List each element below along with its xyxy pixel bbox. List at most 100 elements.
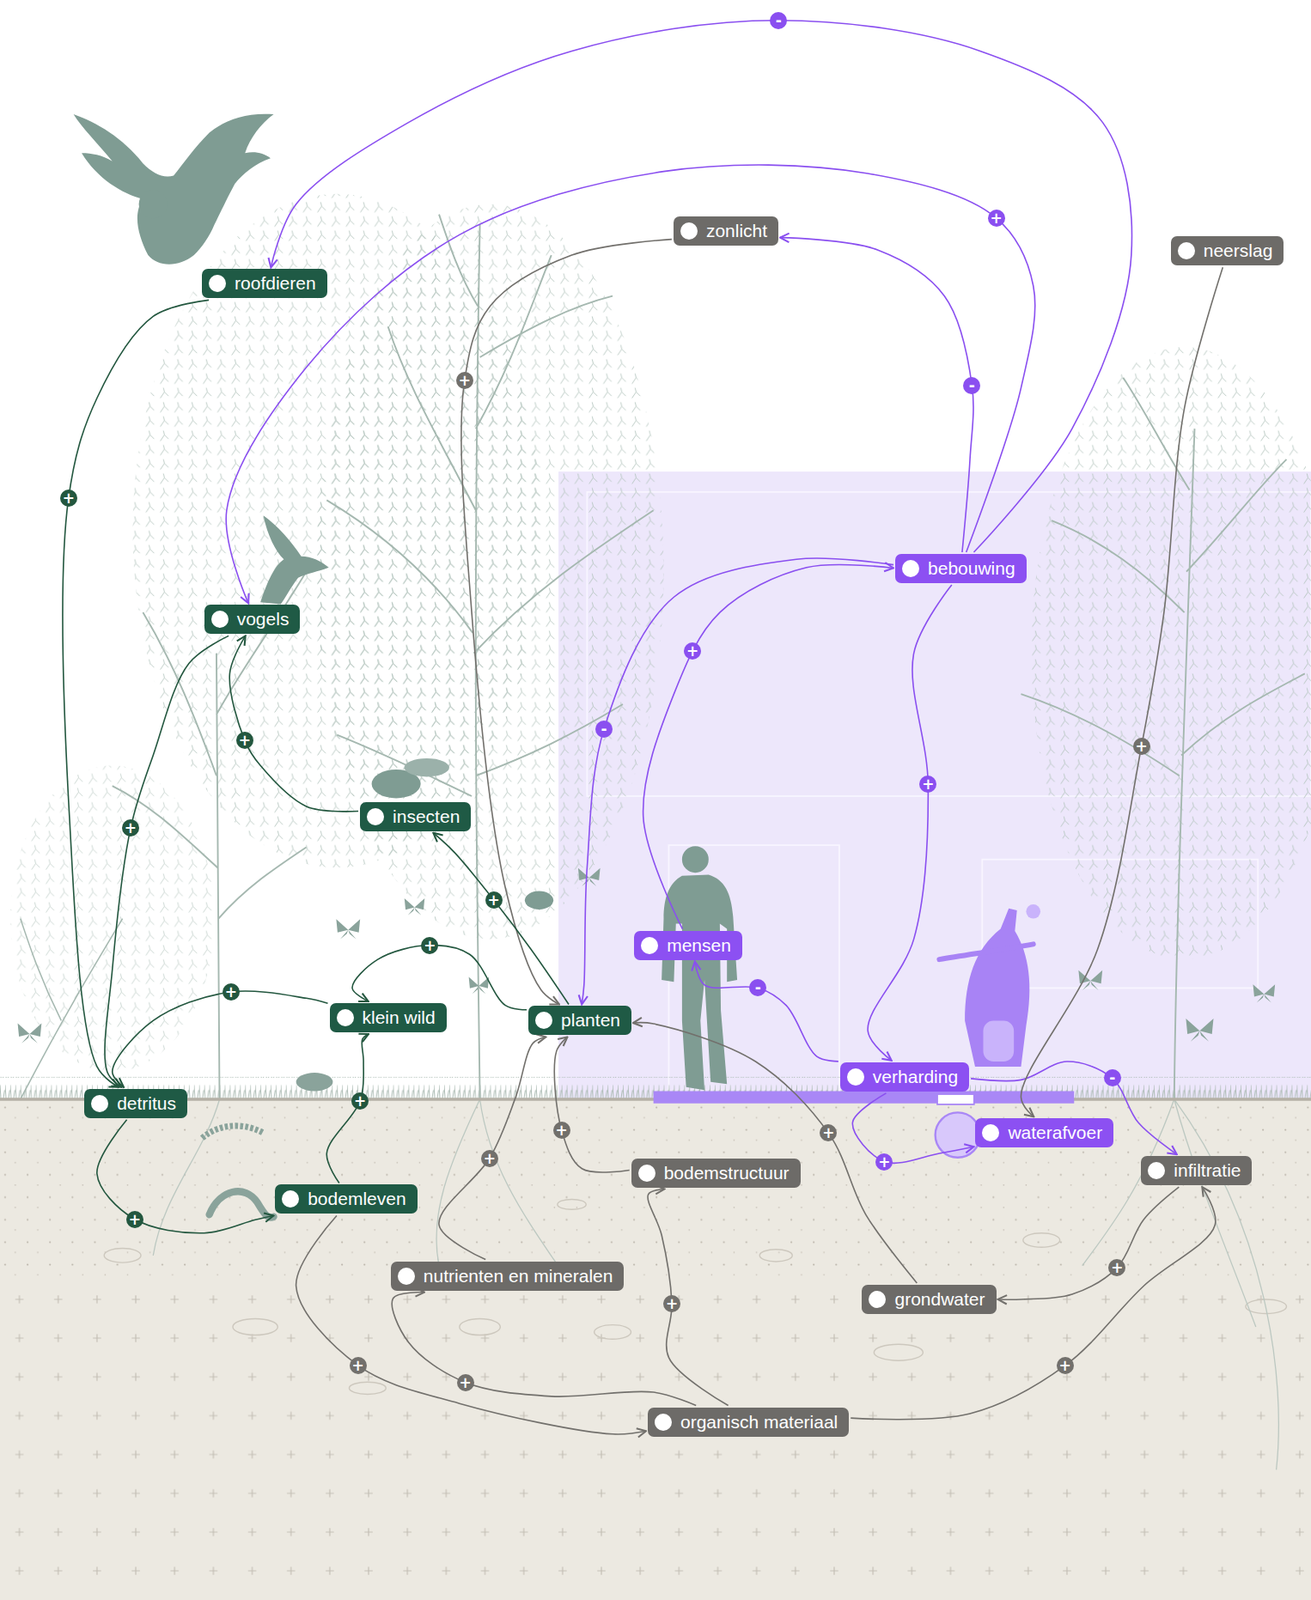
- drain-pipe: [935, 1112, 981, 1158]
- person-head: [682, 846, 709, 873]
- tree-branches: [1020, 378, 1305, 1100]
- scooter-mirror: [1025, 904, 1041, 920]
- node-label: detritus: [116, 1089, 177, 1119]
- edge-sign: +: [553, 1121, 571, 1140]
- connector: [270, 20, 1132, 553]
- tree-crown: [316, 204, 664, 940]
- node-pill: grondwater: [861, 1285, 996, 1315]
- node-pill: nutrienten en mineralen: [390, 1262, 625, 1292]
- butterfly: [335, 919, 360, 940]
- connector: [352, 945, 527, 1010]
- node-label: bodemstructuur: [664, 1158, 790, 1189]
- person-silhouette: [661, 875, 738, 1092]
- tree-branches: [326, 214, 653, 1100]
- node-label: roofdieren: [234, 268, 317, 299]
- node-label: planten: [560, 1006, 621, 1036]
- scooter-body: [964, 908, 1030, 1068]
- node-label: vogels: [237, 604, 290, 635]
- node-dot: [847, 1068, 865, 1086]
- edge-sign: -: [963, 377, 981, 395]
- scooter-wheel-cover: [982, 1020, 1014, 1062]
- node-dot: [654, 1414, 672, 1432]
- edge-sign: +: [236, 731, 254, 750]
- node-pill: zonlicht: [673, 216, 779, 246]
- edge-sign: +: [875, 1153, 893, 1171]
- connector: [439, 1036, 546, 1260]
- connector: [554, 1036, 629, 1172]
- connector: [326, 1034, 369, 1184]
- tree-crown: [1030, 347, 1311, 960]
- edge-sign: -: [769, 12, 787, 30]
- node-dot: [366, 808, 385, 826]
- edge-sign: +: [457, 1374, 475, 1392]
- node-label: nutrienten en mineralen: [423, 1262, 614, 1292]
- node-pill: verharding: [840, 1062, 970, 1092]
- connector: [780, 237, 974, 553]
- connector: [461, 239, 672, 1006]
- node-label: insecten: [392, 802, 460, 832]
- node-pill: vogels: [204, 604, 301, 635]
- node-dot: [640, 937, 659, 955]
- butterfly: [578, 868, 601, 887]
- edge-sign: +: [1108, 1259, 1126, 1277]
- bird-silhouette: [260, 515, 330, 604]
- node-pill: detritus: [84, 1089, 188, 1119]
- node-pill: bebouwing: [895, 554, 1027, 584]
- connector: [62, 299, 209, 1087]
- connector: [225, 164, 1036, 604]
- edge-sign: +: [1056, 1357, 1074, 1375]
- butterfly: [1185, 1018, 1214, 1043]
- edge-sign: +: [819, 1124, 837, 1142]
- connector: [970, 1061, 1177, 1155]
- shrub: [10, 765, 215, 1073]
- node-dot: [91, 1095, 109, 1113]
- edge-sign: +: [126, 1211, 144, 1229]
- node-label: bodemleven: [307, 1184, 406, 1214]
- node-dot: [868, 1291, 886, 1309]
- connector: [112, 991, 329, 1088]
- edge-sign: +: [222, 983, 240, 1001]
- bee-wing: [404, 758, 450, 777]
- node-dot: [336, 1009, 354, 1027]
- node-label: mensen: [666, 931, 732, 961]
- node-dot: [208, 274, 226, 293]
- soil-texture: [0, 1103, 1311, 1277]
- tree-branches: [112, 572, 307, 1100]
- node-pill: bodemstructuur: [631, 1158, 801, 1189]
- node-pill: planten: [528, 1006, 632, 1036]
- centipede: [201, 1126, 263, 1139]
- node-dot: [902, 560, 920, 578]
- connector: [852, 1093, 974, 1165]
- edge-sign: +: [987, 209, 1006, 227]
- edge-sign: +: [683, 642, 702, 660]
- edge-sign: +: [456, 371, 474, 390]
- edge-sign: +: [481, 1150, 499, 1168]
- butterfly: [1078, 970, 1103, 991]
- node-dot: [1177, 242, 1196, 260]
- roots: [152, 1099, 1279, 1470]
- connector: [229, 635, 359, 811]
- owl-silhouette: [73, 114, 275, 265]
- node-dot: [281, 1190, 299, 1208]
- node-pill: waterafvoer: [975, 1118, 1114, 1148]
- butterfly: [1252, 984, 1275, 1003]
- dragonfly: [469, 977, 490, 995]
- node-label: organisch materiaal: [680, 1408, 838, 1438]
- edge-sign: +: [485, 891, 503, 909]
- node-pill: infiltratie: [1140, 1156, 1252, 1186]
- scooter-handlebar: [939, 944, 1033, 960]
- node-label: zonlicht: [706, 216, 768, 246]
- beetle: [524, 891, 554, 910]
- edge-sign: +: [1133, 737, 1151, 756]
- edge-sign: +: [121, 819, 140, 837]
- owl-head: [139, 189, 168, 219]
- node-dot: [1147, 1162, 1165, 1180]
- node-label: bebouwing: [927, 554, 1016, 584]
- butterfly: [18, 1024, 43, 1044]
- node-dot: [680, 222, 698, 240]
- connector: [104, 635, 229, 1087]
- node-pill: klein wild: [329, 1003, 447, 1033]
- node-pill: insecten: [359, 802, 471, 832]
- connector: [97, 1120, 275, 1234]
